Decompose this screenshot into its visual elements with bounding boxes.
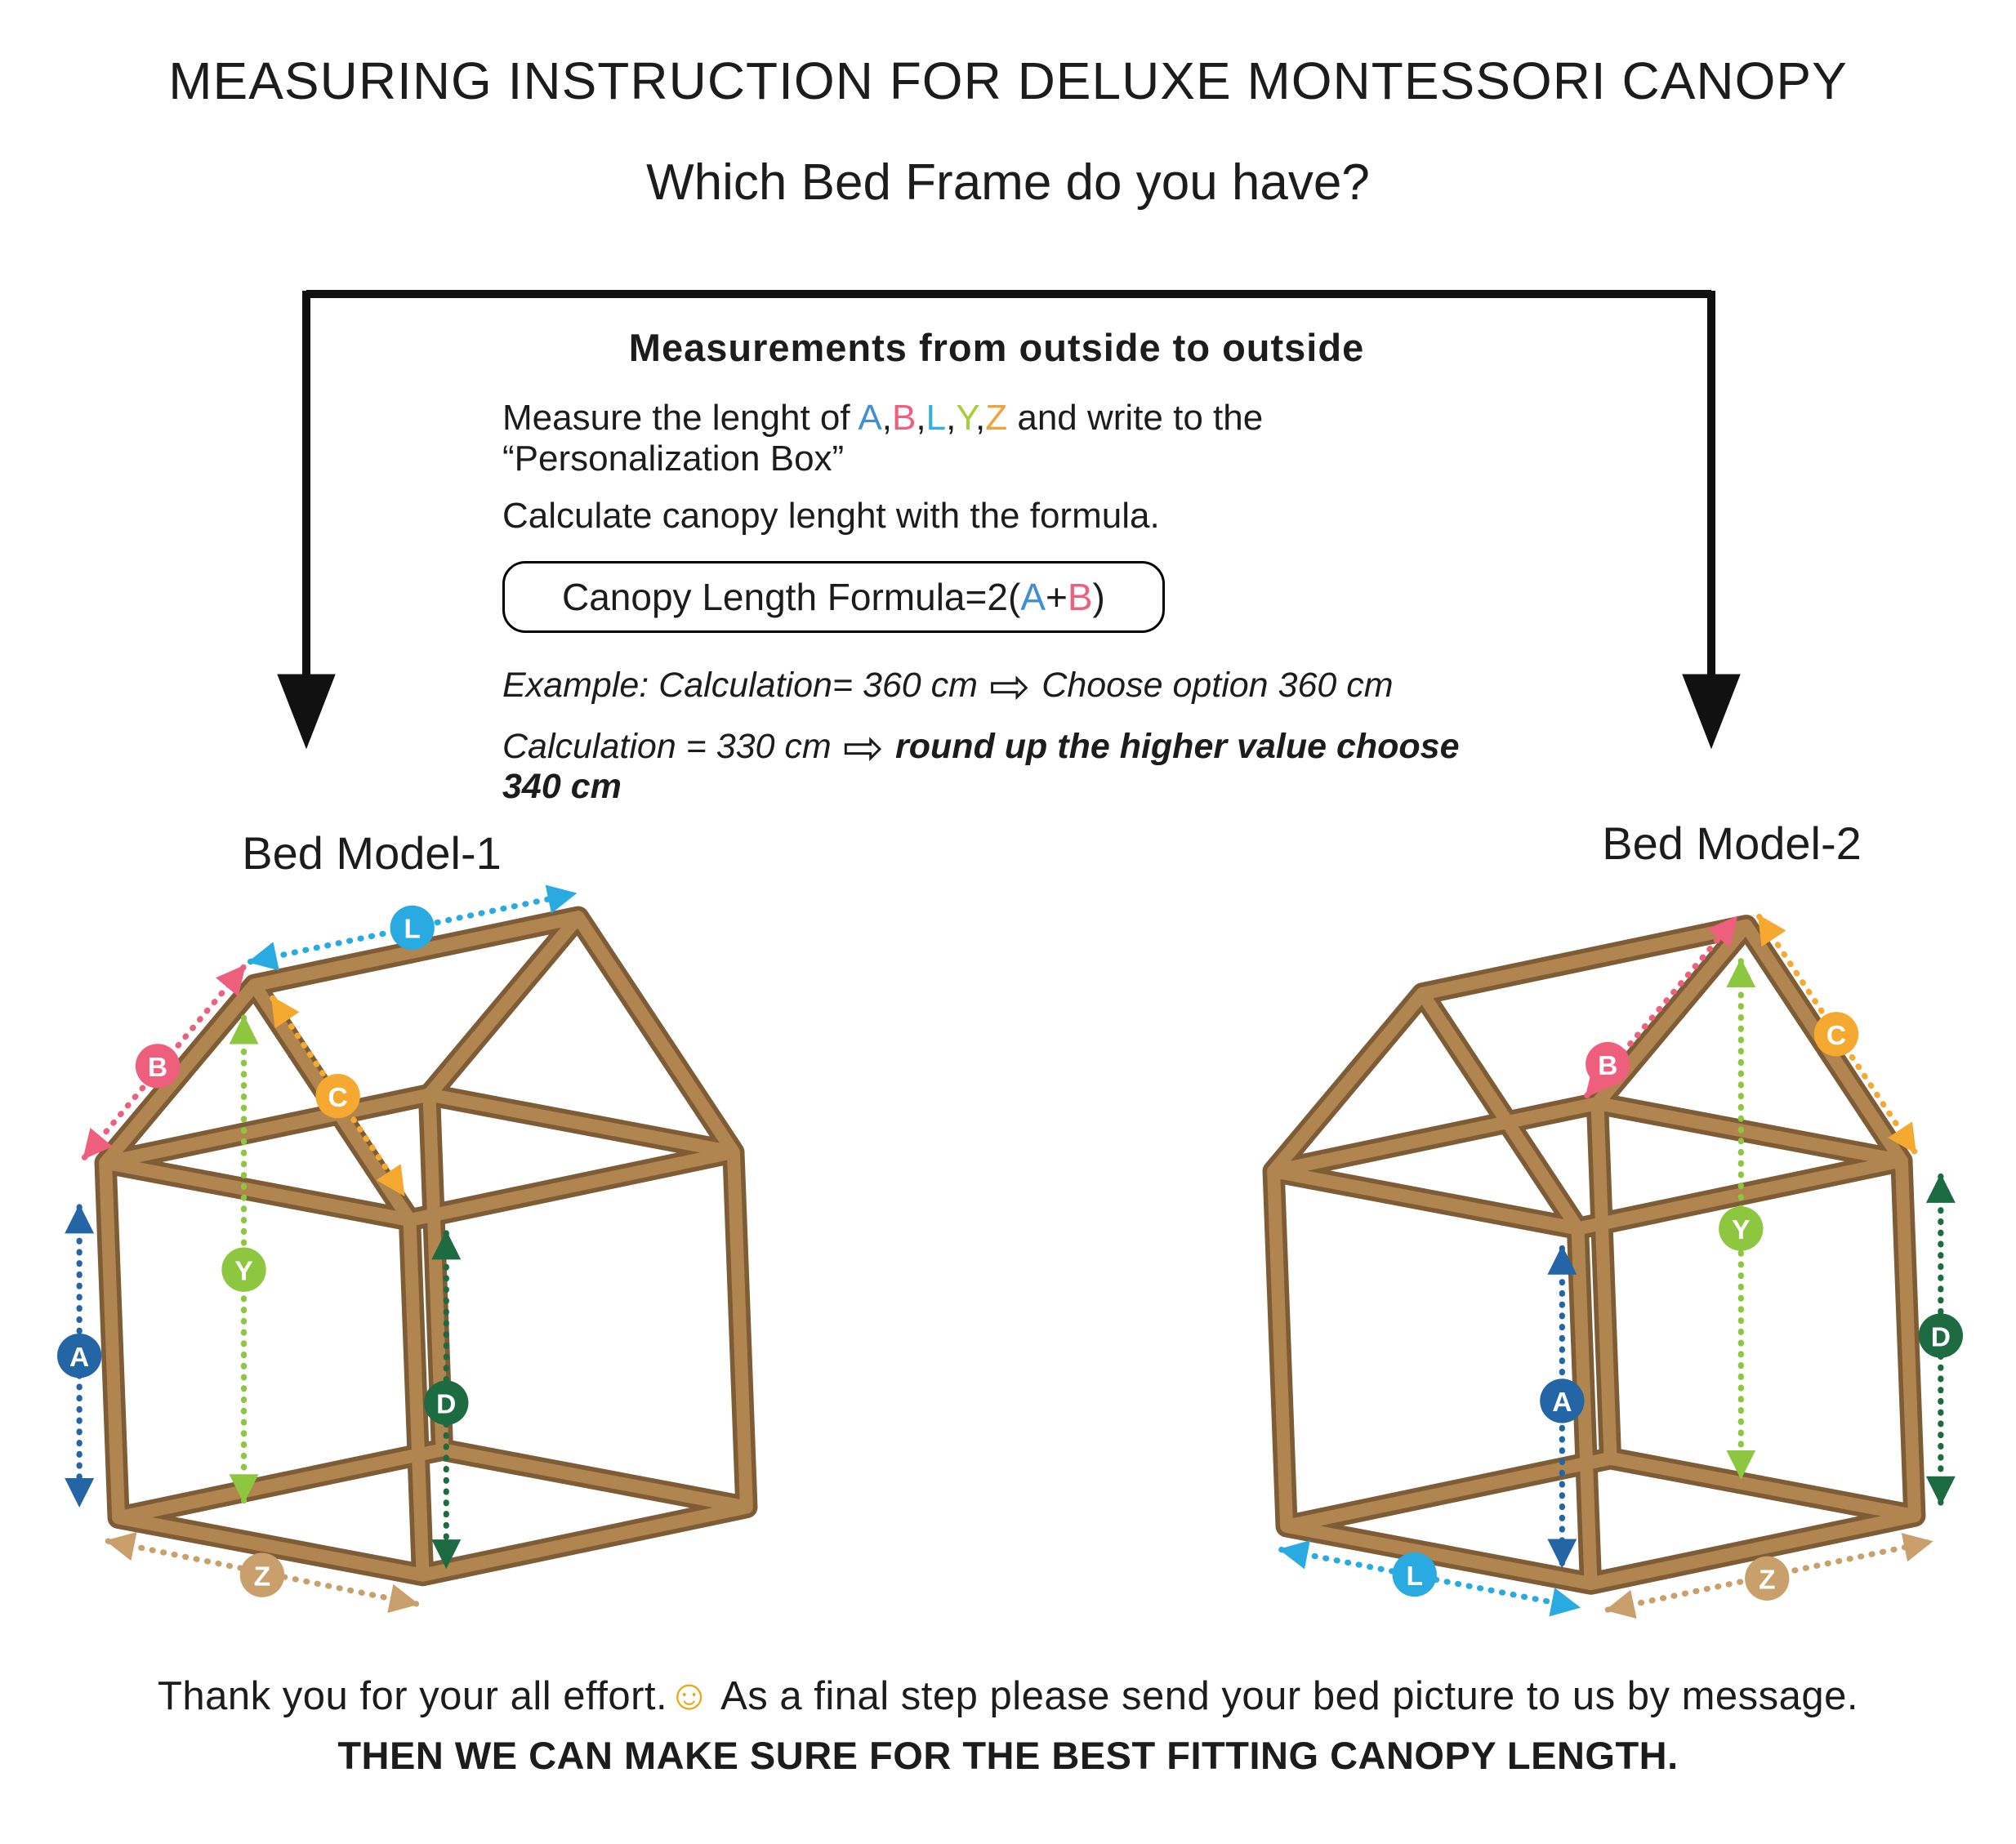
measure-label-L: L [390,905,435,951]
label-circle [390,905,435,951]
label-circle [424,1380,469,1425]
measure-label-Y: Y [221,1247,266,1292]
label-letter: C [328,1083,348,1113]
footer-request-text: As a final step please send your bed pic… [711,1674,1859,1718]
formula-box: Canopy Length Formula=2(A+B) [502,561,1165,633]
measure-label-Z: Z [239,1552,285,1597]
bed-model-1-diagram: L B C A Y D Z [56,884,814,1614]
bracket-arrows [277,290,1741,750]
measure-label-L: L [1392,1552,1437,1597]
label-circle [1586,1041,1630,1087]
label-circle [239,1552,285,1597]
measure-label-D: D [1918,1313,1964,1358]
label-letter: L [1406,1561,1423,1592]
block-arrow-icon: ⇨ [842,720,885,775]
label-circle [1392,1552,1437,1597]
page-title: MEASURING INSTRUCTION FOR DELUXE MONTESS… [168,51,1848,110]
formula-suffix: ) [1092,576,1105,618]
label-circle [221,1247,266,1292]
bed-model-2-diagram: B C Y A D L Z [1219,913,1964,1619]
measure-arrow-C [1756,913,1918,1155]
label-circle [1813,1012,1859,1057]
example-line-2: Calculation = 330 cm⇨round up the higher… [502,724,1511,807]
label-letter: C [1826,1021,1846,1051]
measure-label-Y: Y [1719,1206,1764,1251]
instructions-heading: Measurements from outside to outside [628,326,1365,369]
comma: , [946,398,957,438]
example-1-left: Example: Calculation= 360 cm [502,666,978,705]
comma: , [975,398,986,438]
measure-line-suffix: and write to the “Personalization Box” [502,398,1264,479]
label-letter: D [436,1390,456,1420]
comma: , [916,398,926,438]
measure-label-B: B [135,1044,181,1089]
label-circle [56,1334,102,1379]
left-down-arrow-icon [277,674,336,750]
label-letter: D [1931,1322,1951,1352]
measure-arrow-B [1584,915,1739,1099]
label-letter: A [1552,1387,1572,1418]
footer-line-1: Thank you for your all effort.☺ As a fin… [0,1671,2016,1720]
bed-model-2-title: Bed Model-2 [1602,817,1862,869]
bed-frame [105,917,747,1575]
label-letter: Z [254,1561,270,1592]
measure-label-C: C [1813,1012,1859,1057]
footer-line-2: THEN WE CAN MAKE SURE FOR THE BEST FITTI… [337,1734,1679,1777]
footer-thanks-text: Thank you for your all effort. [157,1674,668,1718]
letter-y: Y [956,398,975,438]
calculate-line: Calculate canopy lenght with the formula… [502,496,1160,536]
example-line-1: Example: Calculation= 360 cm ⇨ Choose opti… [502,662,1511,711]
label-letter: A [69,1343,89,1373]
label-circle [1540,1379,1585,1423]
formula-plus: + [1045,576,1068,618]
right-down-arrow-icon [1682,674,1741,750]
bracket-shape [277,290,1741,750]
label-letter: Z [1759,1566,1776,1596]
instructions-panel: Measurements from outside to outside Mea… [482,325,1511,807]
example-1-right: Choose option 360 cm [1041,666,1394,705]
letter-b: B [892,398,917,438]
example-2-right: round up the higher value choose 340 cm [502,727,1460,806]
comma: , [881,398,892,438]
measure-label-A: A [1540,1379,1585,1423]
label-letter: B [148,1053,167,1083]
measure-line: Measure the lenght of A,B,L,Y,Z and writ… [502,398,1511,479]
block-arrow-icon: ⇨ [989,659,1031,714]
measure-label-B: B [1586,1041,1630,1087]
letter-z: Z [985,398,1008,438]
letter-l: L [925,398,947,438]
page-subtitle: Which Bed Frame do you have? [646,154,1370,211]
label-circle [135,1044,181,1089]
label-circle [1719,1206,1764,1251]
label-letter: B [1598,1051,1617,1081]
smiley-icon: ☺ [667,1672,711,1719]
measure-labels: B C Y A D L Z [1392,1012,1964,1601]
measure-arrow-Z [1604,1533,1933,1619]
label-letter: Y [1732,1215,1750,1245]
label-circle [315,1073,360,1119]
formula-letter-a: A [1020,576,1046,618]
measure-arrow-L [247,884,578,971]
label-circle [1745,1556,1790,1601]
letter-a: A [858,398,882,438]
formula-prefix: Canopy Length Formula=2( [562,576,1021,618]
measure-line-prefix: Measure the lenght of [502,398,859,438]
measure-label-D: D [424,1380,469,1425]
formula-letter-b: B [1067,576,1093,618]
measure-labels: L B C A Y D Z [56,905,469,1597]
measure-label-A: A [56,1334,102,1379]
label-letter: L [404,915,421,945]
label-letter: Y [234,1256,252,1286]
bed-model-1-title: Bed Model-1 [242,827,502,879]
example-2-left: Calculation = 330 cm [502,727,832,766]
measure-label-C: C [315,1073,360,1119]
label-circle [1918,1313,1964,1358]
measure-label-Z: Z [1745,1556,1790,1601]
